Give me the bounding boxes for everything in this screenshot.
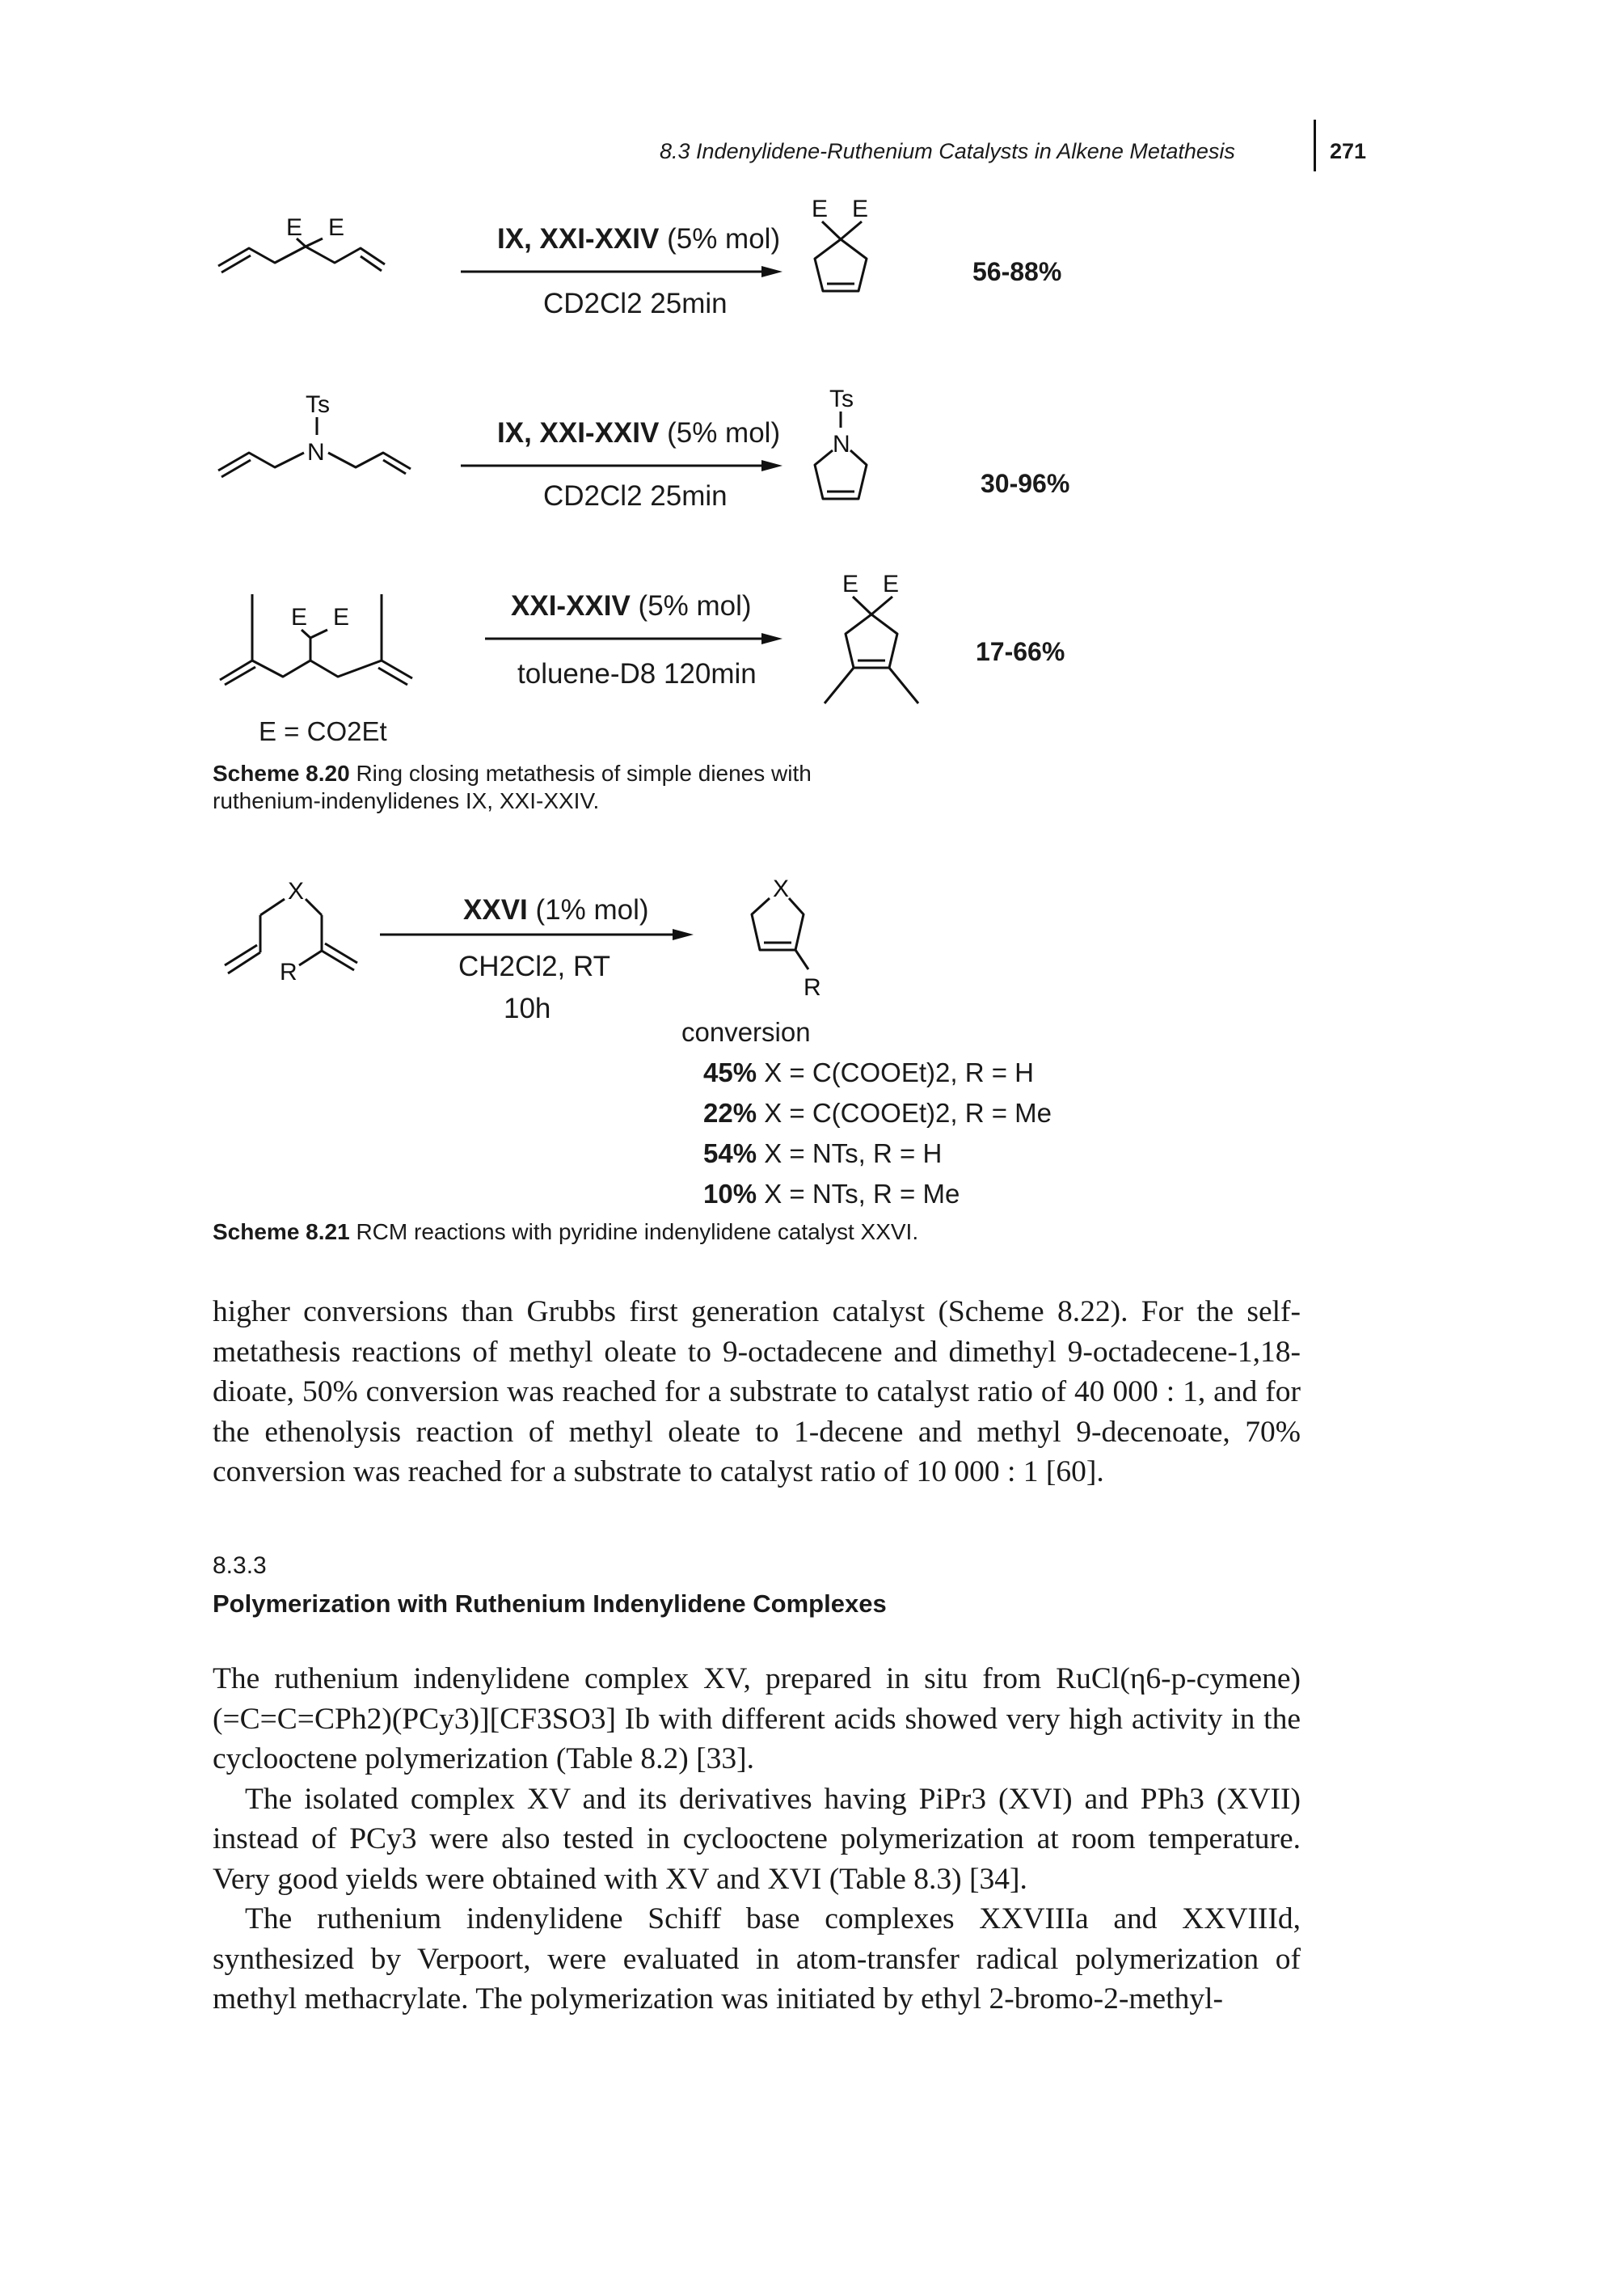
body-paragraph-4: The ruthenium indenylidene Schiff base c… bbox=[213, 1902, 1301, 2016]
svg-text:Ts: Ts bbox=[306, 391, 330, 418]
body-paragraph-1: higher conversions than Grubbs first gen… bbox=[213, 1295, 1301, 1488]
section-title: Polymerization with Ruthenium Indenylide… bbox=[213, 1589, 887, 1618]
product-generic-cyclopentene: X R bbox=[750, 876, 821, 1001]
reaction-arrow-1 bbox=[461, 266, 782, 277]
product-pyrroline-ts: Ts N bbox=[813, 386, 868, 500]
svg-text:X: X bbox=[288, 878, 304, 905]
reaction-arrow-3 bbox=[485, 633, 782, 644]
svg-text:E: E bbox=[333, 604, 349, 631]
ester-definition: E = CO2Et bbox=[259, 716, 387, 746]
yield-2: 30-96% bbox=[981, 469, 1070, 498]
svg-text:E: E bbox=[852, 196, 868, 222]
catalyst-label-2: IX, XXI-XXIV (5% mol) bbox=[497, 417, 781, 449]
reactant-ts-diallylamine: Ts N bbox=[217, 391, 411, 479]
svg-text:X: X bbox=[773, 876, 789, 902]
svg-text:N: N bbox=[833, 431, 850, 458]
svg-text:Ts: Ts bbox=[829, 386, 854, 412]
conversion-row: 10% X = NTs, R = Me bbox=[703, 1179, 960, 1209]
conversion-label: conversion bbox=[681, 1017, 811, 1047]
conversion-row: 22% X = C(COOEt)2, R = Me bbox=[703, 1098, 1052, 1128]
solvent-label-4: CH2Cl2, RT bbox=[458, 951, 611, 982]
yield-3: 17-66% bbox=[976, 637, 1065, 666]
catalyst-label-1: IX, XXI-XXIV (5% mol) bbox=[497, 223, 781, 255]
yield-1: 56-88% bbox=[972, 257, 1062, 286]
svg-text:R: R bbox=[280, 959, 297, 986]
svg-text:E: E bbox=[812, 196, 828, 222]
scheme-8-20-caption: Scheme 8.20 Ring closing metathesis of s… bbox=[213, 761, 812, 813]
solvent-label-2: CD2Cl2 25min bbox=[543, 480, 728, 512]
conversion-row: 54% X = NTs, R = H bbox=[703, 1138, 943, 1168]
section-number: 8.3.3 bbox=[213, 1552, 267, 1579]
scheme-8-21-caption: Scheme 8.21 RCM reactions with pyridine … bbox=[213, 1219, 919, 1244]
reaction-arrow-2 bbox=[461, 460, 782, 471]
svg-text:E: E bbox=[842, 571, 858, 597]
svg-text:N: N bbox=[307, 439, 325, 466]
time-label-4: 10h bbox=[504, 993, 551, 1024]
svg-text:R: R bbox=[804, 974, 821, 1001]
running-header: 8.3 Indenylidene-Ruthenium Catalysts in … bbox=[660, 139, 1235, 163]
body-paragraph-2: The ruthenium indenylidene complex XV, p… bbox=[213, 1662, 1301, 1775]
page-number: 271 bbox=[1330, 139, 1367, 163]
catalyst-label-xxvi: XXVI (1% mol) bbox=[463, 894, 649, 926]
svg-text:E: E bbox=[328, 214, 344, 241]
body-paragraph-3: The isolated complex XV and its derivati… bbox=[213, 1782, 1301, 1896]
header-rule bbox=[1314, 120, 1316, 171]
svg-text:E: E bbox=[286, 214, 302, 241]
scheme-8-21: X R XXVI (1% mol) CH2Cl2, RT 10h X R con… bbox=[213, 876, 1052, 1244]
svg-text:E: E bbox=[291, 604, 307, 631]
svg-text:E: E bbox=[883, 571, 899, 597]
conversion-list: 45% X = C(COOEt)2, R = H 22% X = C(COOEt… bbox=[703, 1053, 1052, 1214]
conversion-row: 45% X = C(COOEt)2, R = H bbox=[703, 1057, 1034, 1087]
solvent-label-3: toluene-D8 120min bbox=[517, 658, 757, 690]
solvent-label-1: CD2Cl2 25min bbox=[543, 288, 728, 319]
catalyst-label-3: XXI-XXIV (5% mol) bbox=[511, 590, 752, 622]
body-paragraphs: The ruthenium indenylidene complex XV, p… bbox=[213, 1659, 1301, 2020]
reaction-arrow-4 bbox=[380, 929, 694, 940]
reactant-generic-diene: X R bbox=[224, 878, 358, 986]
